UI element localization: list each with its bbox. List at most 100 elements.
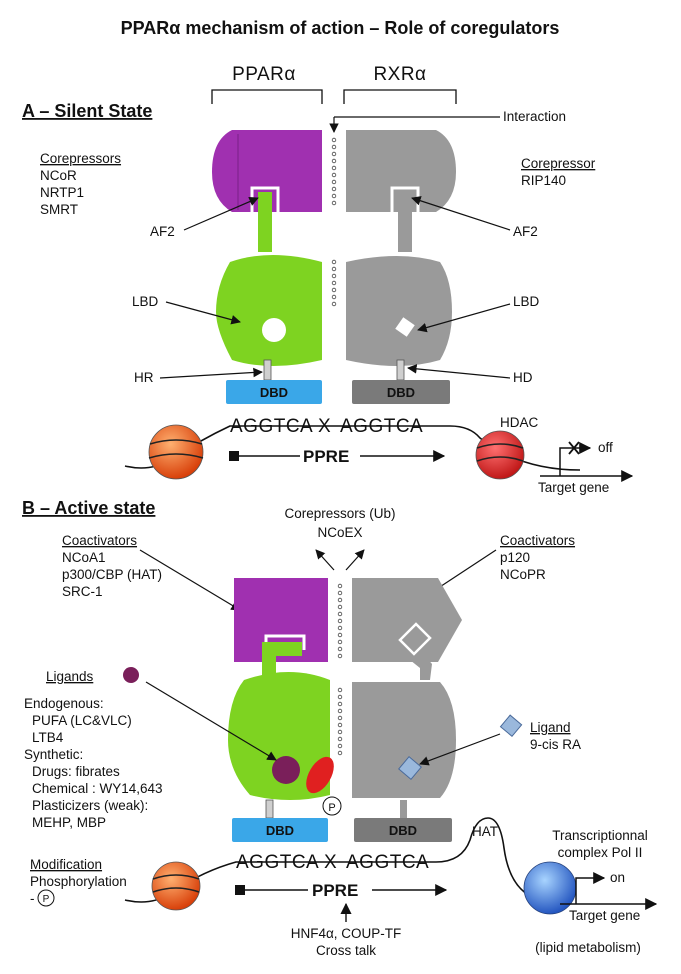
af2-label-right: AF2	[513, 224, 538, 239]
ligand-item: Synthetic:	[24, 747, 83, 762]
ppre-start-square-b	[235, 885, 245, 895]
ppar-af2-domain	[212, 130, 322, 212]
rxr-ligand-pocket	[395, 317, 415, 337]
rxr-coactivator-cleft	[398, 622, 432, 656]
ligand-arrow-left	[145, 681, 277, 761]
lipid-metabolism-label: (lipid metabolism)	[535, 940, 641, 955]
rxr-af2-domain	[346, 130, 456, 212]
interaction-dots-lbd	[331, 259, 337, 307]
ligand-right-item: 9-cis RA	[530, 737, 581, 752]
ppar-dbd	[226, 380, 322, 404]
interaction-dots-top	[331, 137, 337, 206]
af2-arrow-left	[183, 197, 259, 231]
ppre-label-a: PPRE	[303, 447, 349, 466]
coactivators-left-heading: Coactivators	[62, 533, 137, 548]
ppar-ligand-pocket	[262, 318, 286, 342]
ppar-alpha-label: PPARα	[232, 64, 296, 85]
target-gene-label-b: Target gene	[569, 908, 640, 923]
rxr-bracket	[343, 89, 457, 104]
rxr-dbd-label-active: DBD	[389, 823, 417, 838]
corepressor-right-item: RIP140	[521, 173, 566, 188]
ppre-start-square-a	[229, 451, 239, 461]
transcriptional-label-1: Transcriptionnal	[552, 828, 648, 843]
modification-heading: Modification	[30, 857, 102, 872]
target-gene-label-a: Target gene	[538, 480, 609, 495]
ppar-lbd-active	[228, 672, 330, 800]
ligand-blue-bound	[398, 756, 422, 780]
coactivator-right-item: p120	[500, 550, 530, 565]
sequence-right-b: AGGTCA	[346, 852, 429, 873]
ligand-item: Chemical : WY14,643	[32, 781, 163, 796]
promoter-arrow-a	[559, 442, 592, 476]
transcriptional-label-2: complex Pol II	[558, 845, 643, 860]
af2-label-left: AF2	[150, 224, 175, 239]
rxr-dbd-active	[354, 818, 452, 842]
rxr-alpha-label: RXRα	[373, 64, 426, 85]
rxr-hinge	[396, 359, 405, 381]
coactivator-item: NCoA1	[62, 550, 106, 565]
corepressor-item: NRTP1	[40, 185, 84, 200]
hdac-nucleosome	[475, 430, 525, 480]
ppar-helix12-active	[262, 642, 302, 676]
ppar-dbd-label: DBD	[260, 385, 288, 400]
rxr-helix12	[398, 192, 412, 252]
coactivator-item: p300/CBP (HAT)	[62, 567, 162, 582]
rxr-af2-domain-active	[352, 578, 462, 662]
ppar-dbd-label-active: DBD	[266, 823, 294, 838]
ligand-red-bound	[306, 756, 334, 794]
coactivator-right-item: NCoPR	[500, 567, 546, 582]
rxr-dbd-label: DBD	[387, 385, 415, 400]
modification-line2: -	[30, 891, 35, 906]
lbd-label-left: LBD	[132, 294, 159, 309]
phospho-marker	[322, 796, 342, 816]
ppar-bracket	[211, 89, 323, 104]
coactivators-right-heading: Coactivators	[500, 533, 575, 548]
ligand-blue-icon	[499, 714, 523, 737]
section-b-heading: B – Active state	[22, 498, 155, 518]
hat-label: HAT	[472, 824, 498, 839]
ligands-heading: Ligands	[46, 669, 94, 684]
nucleosome-left-a	[148, 424, 204, 480]
interaction-label: Interaction	[503, 109, 566, 124]
hnf4a-label: HNF4α, COUP-TF	[291, 926, 402, 941]
rxr-dbd	[352, 380, 450, 404]
ppar-helix12	[258, 192, 272, 252]
ligand-item: Plasticizers (weak):	[32, 798, 148, 813]
lbd-arrow-right	[417, 303, 511, 333]
sequence-x-b: X	[324, 852, 337, 873]
ligand-item: Endogenous:	[24, 696, 104, 711]
coactivator-item: SRC-1	[62, 584, 103, 599]
ligand-arrow-right	[419, 733, 501, 766]
promoter-arrow-b	[575, 872, 606, 904]
ppar-lbd	[216, 255, 322, 366]
sequence-left-b: AGGTCA	[236, 852, 319, 873]
ligand-item: Drugs: fibrates	[32, 764, 120, 779]
ligand-item: MEHP, MBP	[32, 815, 106, 830]
interaction-dots-active-lbd	[337, 687, 343, 756]
phospho-marker-legend	[37, 889, 55, 907]
off-label: off	[598, 440, 613, 455]
on-label: on	[610, 870, 625, 885]
hd-label: HD	[513, 370, 533, 385]
ppre-label-b: PPRE	[312, 881, 358, 900]
hr-arrow	[159, 367, 263, 379]
lbd-arrow-left	[165, 301, 241, 325]
sequence-left-a: AGGTCA	[230, 416, 313, 437]
modification-line1: Phosphorylation	[30, 874, 127, 889]
pol-ii-complex	[523, 861, 577, 915]
phospho-symbol-legend: P	[43, 894, 50, 905]
rxr-hinge-active	[400, 800, 407, 818]
lbd-label-right: LBD	[513, 294, 540, 309]
ligand-purple-bound	[272, 756, 300, 784]
rxr-lbd-active	[352, 682, 456, 798]
ligand-purple-icon	[123, 667, 139, 683]
phospho-symbol: P	[328, 802, 335, 814]
ligand-item: LTB4	[32, 730, 64, 745]
release-arrow-left	[315, 549, 335, 571]
af2-arrow-right	[411, 196, 511, 231]
interaction-dots-active-top	[337, 583, 343, 659]
hr-label: HR	[134, 370, 154, 385]
sequence-right-a: AGGTCA	[340, 416, 423, 437]
ppar-hinge	[263, 359, 272, 381]
